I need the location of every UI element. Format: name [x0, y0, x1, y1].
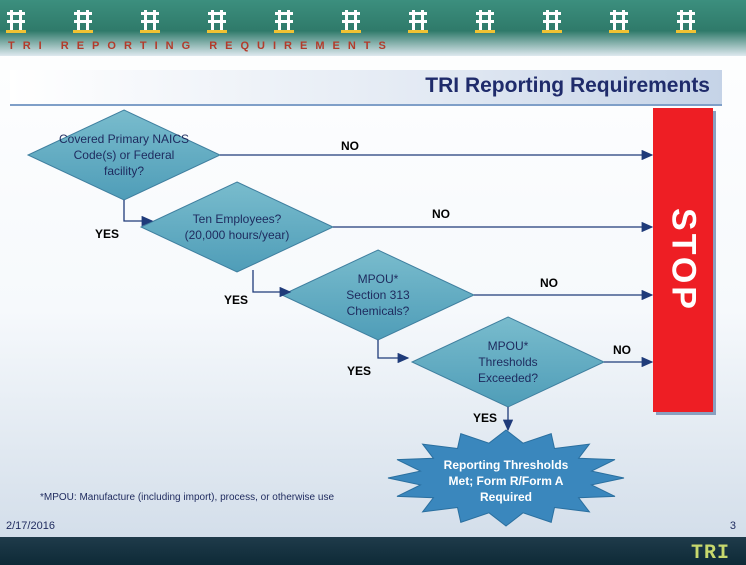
yes-label-1: YES [95, 227, 120, 241]
yes-label-3: YES [347, 364, 372, 378]
no-label-1: NO [341, 139, 359, 153]
outcome-starburst [387, 429, 625, 527]
yes-label-2: YES [224, 293, 249, 307]
tri-logo: TRI [690, 542, 730, 565]
page-title: TRI Reporting Requirements [425, 74, 710, 97]
footer-date: 2/17/2016 [6, 520, 55, 532]
decision-diamond-employees [139, 181, 335, 273]
yes-arrow-2 [252, 270, 292, 298]
decision-text-chemicals: MPOU* Section 313 Chemicals? [346, 272, 410, 318]
decision-text-employees: Ten Employees? (20,000 hours/year) [184, 212, 290, 242]
page-number: 3 [729, 520, 736, 532]
footer-band [0, 537, 746, 565]
stop-box [653, 108, 713, 412]
yes-arrow-3 [377, 340, 410, 364]
header-band [0, 0, 746, 56]
yes-arrow-1 [123, 200, 154, 227]
footnote: *MPOU: Manufacture (including import), p… [40, 492, 335, 503]
decision-text-thresholds: MPOU* Thresholds Exceeded? [477, 339, 539, 385]
banner-text: TRI REPORTING REQUIREMENTS [8, 40, 394, 52]
decision-text-naics: Covered Primary NAICS Code(s) or Federal… [58, 132, 190, 178]
stop-label: STOP [664, 208, 703, 312]
no-label-4: NO [613, 343, 631, 357]
no-label-3: NO [540, 276, 558, 290]
title-bar: TRI Reporting Requirements [10, 70, 722, 106]
outcome-text: Reporting Thresholds Met; Form R/Form A … [443, 458, 569, 504]
yes-label-4: YES [473, 411, 498, 425]
no-label-2: NO [432, 207, 450, 221]
